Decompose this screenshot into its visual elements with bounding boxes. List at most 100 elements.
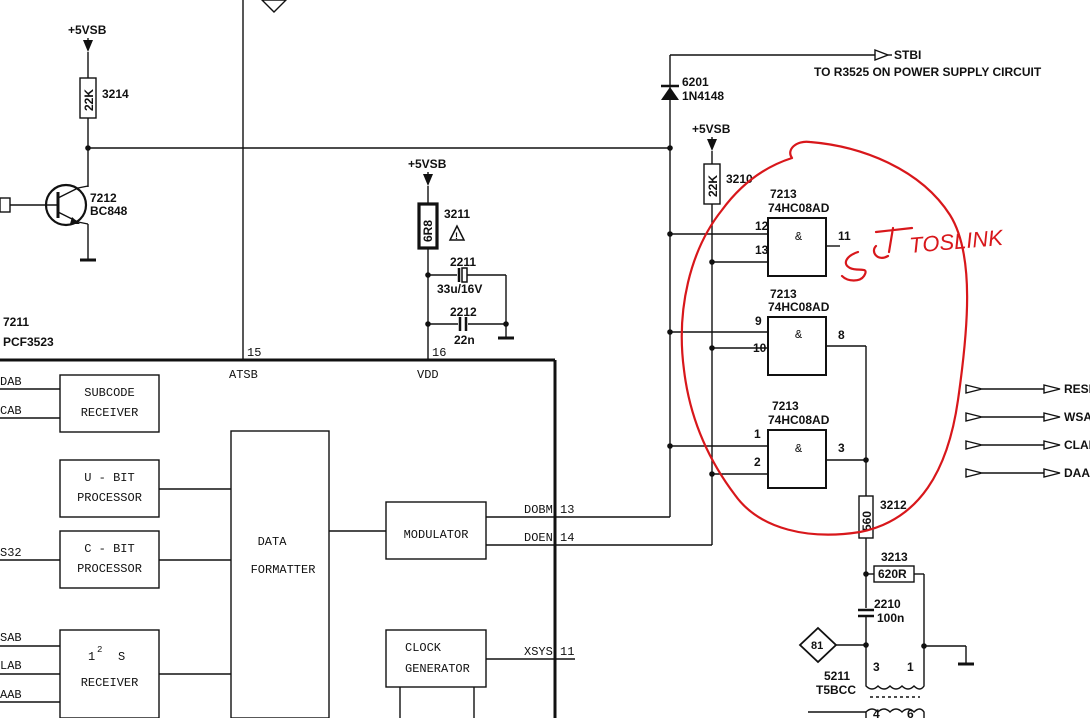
svg-text:S: S — [118, 650, 125, 664]
svg-text:620R: 620R — [878, 567, 907, 581]
diode-6201: 6201 1N4148 STBI TO R3525 ON POWER SUPPL… — [661, 48, 1042, 517]
svg-text:T5BCC: T5BCC — [816, 683, 856, 697]
pin-atsb: ATSB — [229, 368, 258, 382]
block-i2s-receiver: 1 2 S RECEIVER — [59, 629, 160, 718]
pin-doen: DOEN — [524, 531, 553, 545]
resistor-3214: 22K 3214 — [79, 77, 129, 187]
svg-text:22K: 22K — [82, 89, 96, 111]
block-clock-generator: CLOCK GENERATOR — [385, 629, 487, 718]
sig-lab: LAB — [0, 659, 22, 673]
svg-text:6R8: 6R8 — [421, 220, 435, 242]
svg-text:RECEIVER: RECEIVER — [81, 676, 139, 690]
svg-text:!: ! — [455, 231, 458, 241]
svg-text:74HC08AD: 74HC08AD — [768, 413, 830, 427]
svg-text:3212: 3212 — [880, 498, 907, 512]
svg-text:2: 2 — [754, 455, 761, 469]
svg-text:3210: 3210 — [726, 172, 753, 186]
sig-s32: S32 — [0, 546, 22, 560]
svg-text:2212: 2212 — [450, 305, 477, 319]
svg-text:PROCESSOR: PROCESSOR — [77, 491, 142, 505]
svg-text:2: 2 — [97, 645, 102, 655]
svg-text:FORMATTER: FORMATTER — [251, 563, 316, 577]
block-modulator: MODULATOR — [385, 501, 487, 560]
capacitor-2211: 2211 33u/16V — [428, 255, 507, 338]
svg-text:1N4148: 1N4148 — [682, 89, 724, 103]
svg-text:6: 6 — [907, 707, 914, 718]
svg-text:22K: 22K — [706, 175, 720, 197]
svg-text:22n: 22n — [454, 333, 475, 347]
vsb-supply-3211: +5VSB — [408, 157, 447, 204]
svg-text:4: 4 — [873, 707, 880, 718]
svg-text:+5VSB: +5VSB — [408, 157, 447, 171]
and-gate-2: 7213 74HC08AD & 9 10 8 — [670, 287, 867, 496]
svg-text:&: & — [795, 328, 802, 342]
svg-text:BC848: BC848 — [90, 204, 128, 218]
pin-xsys: XSYS — [524, 645, 553, 659]
ic7211-ref: 7211 — [3, 315, 29, 329]
transistor-7212: 7212 BC848 — [0, 183, 128, 262]
sig-aab: AAB — [0, 688, 22, 702]
svg-text:33u/16V: 33u/16V — [437, 282, 482, 296]
block-data-formatter: DATA FORMATTER — [230, 430, 330, 718]
block-cbit-processor: C - BIT PROCESSOR — [59, 530, 160, 589]
stbi-label: STBI — [894, 48, 921, 62]
ic7211-type: PCF3523 — [3, 335, 54, 349]
svg-text:GENERATOR: GENERATOR — [405, 662, 470, 676]
svg-text:3214: 3214 — [102, 87, 129, 101]
svg-text:7213: 7213 — [770, 187, 797, 201]
svg-text:MODULATOR: MODULATOR — [404, 528, 469, 542]
capacitor-2212: 2212 22n — [428, 305, 514, 347]
svg-text:3211: 3211 — [444, 207, 470, 221]
resistor-3213: 3213 620R — [866, 550, 925, 680]
svg-text:100n: 100n — [877, 611, 904, 625]
pin-16: 16 — [432, 346, 446, 360]
svg-text:2210: 2210 — [874, 597, 901, 611]
svg-text:3213: 3213 — [881, 550, 908, 564]
svg-text:1: 1 — [88, 650, 95, 664]
block-subcode-receiver: SUBCODE RECEIVER — [59, 374, 160, 433]
svg-text:3: 3 — [838, 441, 845, 455]
svg-text:CLOCK: CLOCK — [405, 641, 442, 655]
diamond-marker — [261, 0, 287, 13]
warning-icon — [448, 224, 466, 241]
svg-text:5211: 5211 — [824, 669, 850, 683]
pin-vdd: VDD — [417, 368, 439, 382]
pin-13: 13 — [560, 503, 574, 517]
svg-text:&: & — [795, 230, 802, 244]
svg-text:C - BIT: C - BIT — [84, 542, 134, 556]
svg-text:PROCESSOR: PROCESSOR — [77, 562, 142, 576]
svg-text:6201: 6201 — [682, 75, 709, 89]
pin-dobm: DOBM — [524, 503, 553, 517]
and-gate-1: 7213 74HC08AD & 12 13 11 — [670, 187, 851, 277]
svg-text:DATA: DATA — [258, 535, 288, 549]
output-rese: RESE — [1064, 382, 1090, 396]
stbi-note: TO R3525 ON POWER SUPPLY CIRCUIT — [814, 65, 1042, 79]
output-clai: CLAI — [1064, 438, 1090, 452]
svg-text:74HC08AD: 74HC08AD — [768, 201, 830, 215]
sig-sab: SAB — [0, 631, 22, 645]
svg-text:1: 1 — [754, 427, 761, 441]
output-arrows: RESE WSA CLAI DAA — [965, 382, 1090, 480]
svg-text:13: 13 — [755, 243, 769, 257]
svg-text:9: 9 — [755, 314, 762, 328]
transformer-5211: 5211 T5BCC 3 1 4 6 — [808, 660, 925, 718]
test-point-81: 81 — [798, 626, 866, 664]
sig-dab: DAB — [0, 375, 22, 389]
svg-text:SUBCODE: SUBCODE — [84, 386, 134, 400]
svg-text:+5VSB: +5VSB — [68, 23, 107, 37]
svg-text:+5VSB: +5VSB — [692, 122, 731, 136]
svg-text:81: 81 — [811, 640, 823, 652]
vsb-supply-3214: +5VSB — [68, 23, 107, 78]
block-ubit-processor: U - BIT PROCESSOR — [59, 459, 160, 518]
output-wsa: WSA — [1064, 410, 1090, 424]
svg-text:U - BIT: U - BIT — [84, 471, 134, 485]
sig-cab: CAB — [0, 404, 22, 418]
svg-text:2211: 2211 — [450, 255, 476, 269]
svg-text:3: 3 — [873, 660, 880, 674]
svg-text:7213: 7213 — [770, 287, 797, 301]
and-gate-3: 7213 74HC08AD & 1 2 3 — [670, 399, 866, 489]
output-daa: DAA — [1064, 466, 1090, 480]
resistor-3212: 560 3212 — [858, 495, 907, 608]
capacitor-2210: 2210 100n — [858, 597, 904, 680]
